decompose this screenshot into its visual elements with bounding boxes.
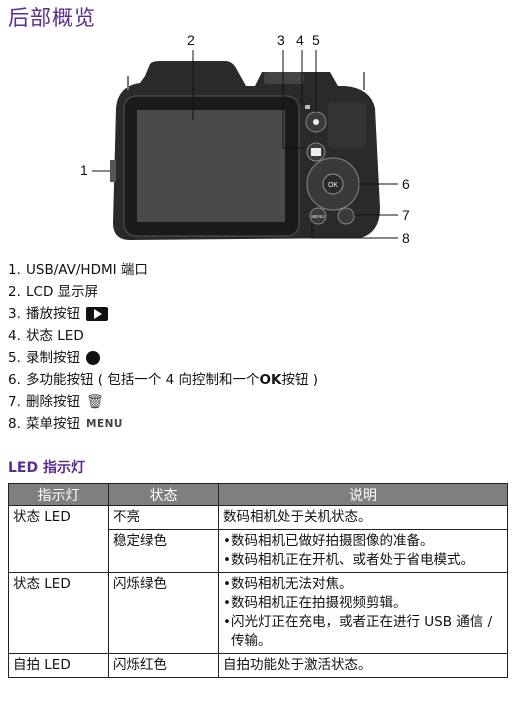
callout-3: 3 (277, 32, 285, 48)
page-title: 后部概览 (8, 6, 96, 30)
play-icon (86, 307, 108, 321)
list-item: 7.删除按钮🗑︎ (8, 391, 508, 413)
led-section-title: LED 指示灯 (8, 460, 85, 476)
list-item: 4.状态 LED (8, 328, 84, 344)
list-item: 3.播放按钮 (8, 303, 508, 325)
led-table: 指示灯 状态 说明 状态 LED 不亮 数码相机处于关机状态。 稳定绿色 •数码… (8, 483, 508, 678)
ok-button-shape (322, 173, 344, 195)
callout-line-8 (311, 222, 398, 239)
bullet-item: •数码相机无法对焦。 (223, 576, 353, 592)
header-description: 说明 (218, 483, 508, 506)
ok-label: OK (328, 182, 338, 189)
header-state: 状态 (108, 483, 219, 506)
table-row: 稳定绿色 •数码相机已做好拍摄图像的准备。 •数码相机正在开机、或者处于省电模式… (8, 529, 508, 573)
delete-button-shape (337, 207, 355, 225)
list-item: 2.LCD 显示屏 (8, 284, 99, 300)
port-cover (110, 160, 116, 182)
callout-8: 8 (402, 230, 410, 246)
parts-list: 1.USB/AV/HDMI 端口 2.LCD 显示屏 3.播放按钮 4.状态 L… (8, 259, 508, 435)
camera-rear-figure: OK MENU 2 3 4 5 1 6 7 8 (0, 28, 522, 250)
status-led-shape (305, 105, 310, 109)
bullet-item: •数码相机正在拍摄视频剪辑。 (223, 595, 407, 611)
bullet-item: •数码相机正在开机、或者处于省电模式。 (223, 552, 474, 568)
bullet-item: •数码相机已做好拍摄图像的准备。 (223, 533, 434, 549)
camera-rear-illustration: OK MENU (92, 50, 398, 240)
table-row: 状态 LED 不亮 数码相机处于关机状态。 (8, 505, 508, 530)
callout-1: 1 (80, 162, 88, 178)
callout-line-4 (301, 50, 306, 105)
top-dial (264, 72, 304, 84)
callout-line-3 (282, 50, 306, 149)
callout-4: 4 (296, 32, 304, 48)
thumb-grip (328, 102, 366, 148)
record-icon (86, 351, 100, 365)
bullet-item: •闪光灯正在充电，或者正在进行 USB 通信 / 传输。 (223, 614, 493, 649)
table-header-row: 指示灯 状态 说明 (8, 483, 508, 506)
callout-7: 7 (402, 207, 410, 223)
menu-button-shape (309, 207, 327, 225)
callout-6: 6 (402, 176, 410, 192)
list-item: 5.录制按钮 (8, 347, 508, 369)
list-item: 1.USB/AV/HDMI 端口 (8, 262, 148, 278)
table-row: 状态 LED 闪烁绿色 •数码相机无法对焦。 •数码相机正在拍摄视频剪辑。 •闪… (8, 572, 508, 654)
menu-label: MENU (311, 214, 324, 219)
record-dot (313, 119, 319, 125)
table-row: 自拍 LED 闪烁红色 自拍功能处于激活状态。 (8, 653, 508, 678)
trash-icon: 🗑︎ (86, 394, 104, 410)
play-mark (311, 148, 321, 156)
callout-5: 5 (312, 32, 320, 48)
header-indicator: 指示灯 (8, 483, 109, 506)
lcd-screen (137, 110, 285, 222)
callout-2: 2 (187, 32, 195, 48)
